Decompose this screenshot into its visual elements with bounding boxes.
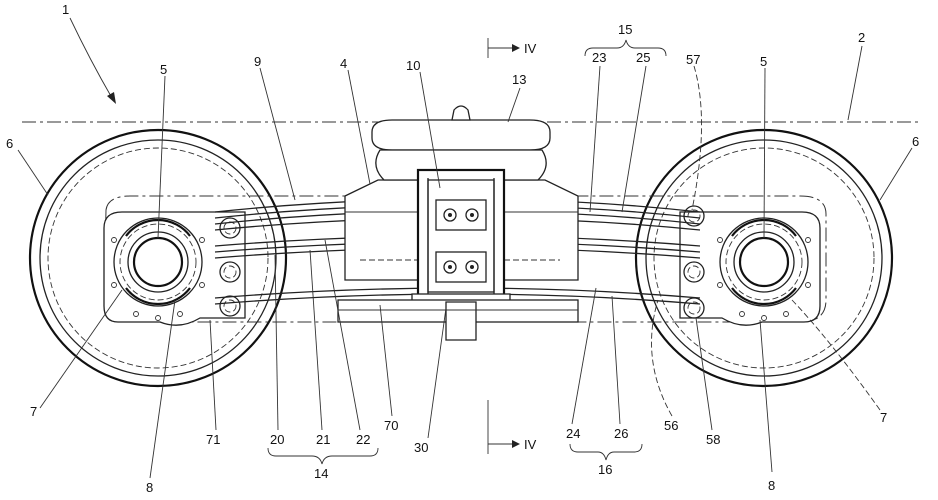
label-16: 16: [598, 462, 612, 477]
label-21: 21: [316, 432, 330, 447]
label-4: 4: [340, 56, 347, 71]
left-wheel: [28, 128, 288, 388]
label-71: 71: [206, 432, 220, 447]
label-58: 58: [706, 432, 720, 447]
label-section-top: IV: [524, 41, 537, 56]
label-10: 10: [406, 58, 420, 73]
label-22: 22: [356, 432, 370, 447]
label-8-left: 8: [146, 480, 153, 495]
label-70: 70: [384, 418, 398, 433]
label-57: 57: [686, 52, 700, 67]
label-56: 56: [664, 418, 678, 433]
label-2: 2: [858, 30, 865, 45]
label-14: 14: [314, 466, 328, 481]
label-5-right: 5: [760, 54, 767, 69]
reference-numerals: 1 2 4 5 5 6 6 7 7 8 8 9 10 13 14 15 16 2…: [6, 2, 919, 495]
label-30: 30: [414, 440, 428, 455]
lower-member: [337, 299, 579, 341]
left-axle-box: [103, 211, 246, 326]
label-6-left: 6: [6, 136, 13, 151]
center-bracket: [411, 168, 511, 303]
label-7-left: 7: [30, 404, 37, 419]
label-section-bottom: IV: [524, 437, 537, 452]
label-7-right: 7: [880, 410, 887, 425]
label-26: 26: [614, 426, 628, 441]
label-20: 20: [270, 432, 284, 447]
air-spring: [371, 105, 551, 181]
braces: [267, 39, 667, 465]
label-6-right: 6: [912, 134, 919, 149]
label-1: 1: [62, 2, 69, 17]
label-8-right: 8: [768, 478, 775, 493]
label-24: 24: [566, 426, 580, 441]
label-9: 9: [254, 54, 261, 69]
label-23: 23: [592, 50, 606, 65]
label-15: 15: [618, 22, 632, 37]
label-5-left: 5: [160, 62, 167, 77]
label-25: 25: [636, 50, 650, 65]
label-13: 13: [512, 72, 526, 87]
leader-lines: [17, 17, 913, 479]
section-line: [487, 38, 520, 454]
